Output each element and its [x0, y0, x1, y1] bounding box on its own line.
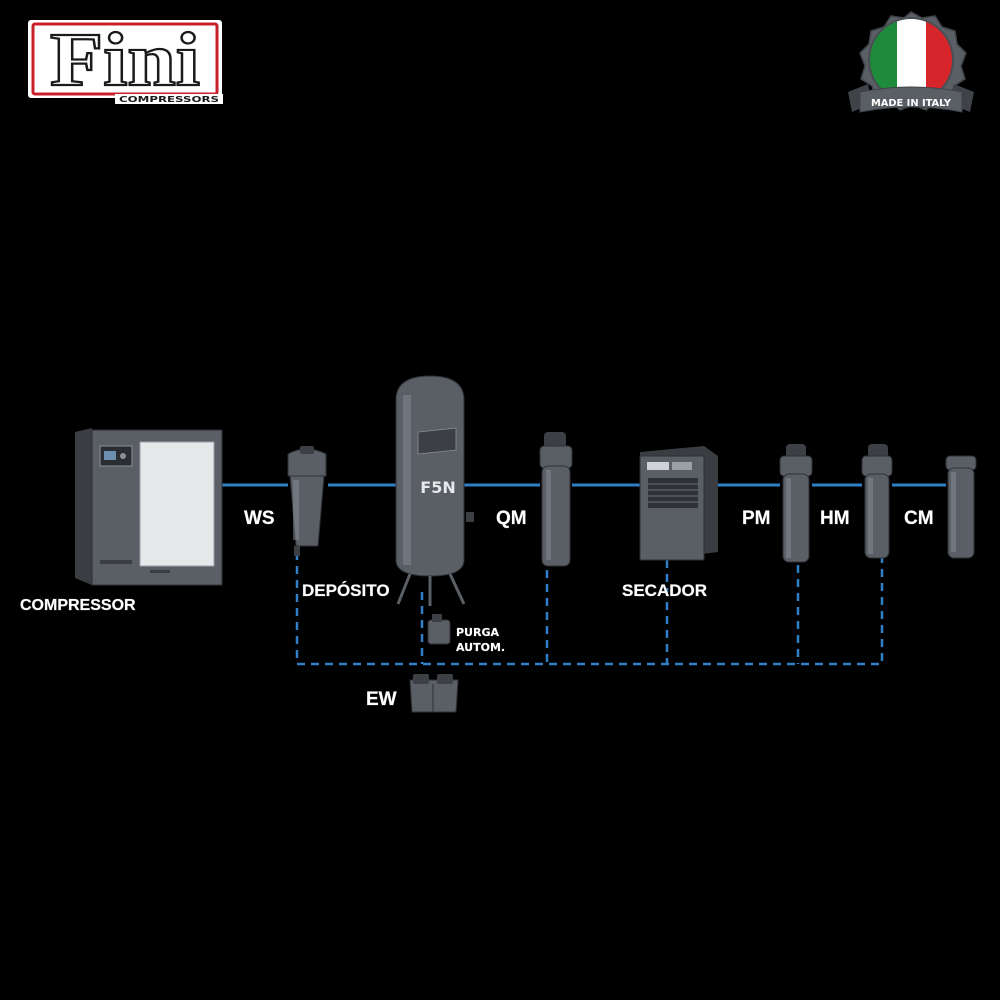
compressor-door-panel	[139, 441, 215, 567]
label-hm: HM	[820, 508, 850, 529]
ew-oil-water-separator	[409, 674, 459, 713]
label-ws: WS	[244, 508, 275, 529]
label-ew: EW	[366, 689, 397, 710]
logo-subtext-bg	[115, 94, 223, 104]
deposito-air-tank: F5N	[395, 375, 474, 606]
diagram-labels: COMPRESSOR WS DEPÓSITO QM SECADOR PM HM …	[20, 508, 934, 711]
tank-marking: F5N	[420, 478, 455, 497]
qm-filter	[539, 432, 573, 567]
logo-background	[28, 20, 222, 98]
badge-ribbon	[859, 86, 963, 113]
label-purga-line1: PURGA	[456, 626, 499, 639]
label-purga-line2: AUTOM.	[456, 641, 505, 654]
label-secador: SECADOR	[622, 581, 707, 600]
label-qm: QM	[496, 508, 527, 529]
condensate-drain-lines	[295, 552, 884, 666]
dryer-vent-grille	[648, 478, 698, 508]
pm-filter	[779, 444, 813, 563]
cm-filter	[945, 455, 977, 559]
compressor-unit	[75, 428, 223, 586]
made-in-italy-badge: MADE IN ITALY	[848, 11, 974, 113]
ws-water-separator	[287, 446, 327, 556]
secador-dryer	[639, 446, 718, 561]
badge-text: MADE IN ITALY	[871, 98, 952, 109]
fini-logo: Fini COMPRESSORS	[28, 17, 223, 104]
logo-wordmark: Fini	[50, 18, 200, 102]
label-compressor: COMPRESSOR	[20, 597, 136, 614]
tank-legs	[396, 573, 466, 606]
label-cm: CM	[904, 508, 934, 529]
hm-filter	[861, 444, 893, 559]
label-deposito: DEPÓSITO	[302, 581, 390, 600]
label-pm: PM	[742, 508, 771, 529]
logo-subtext: COMPRESSORS	[119, 95, 219, 104]
purga-automatica-drain	[427, 614, 451, 645]
